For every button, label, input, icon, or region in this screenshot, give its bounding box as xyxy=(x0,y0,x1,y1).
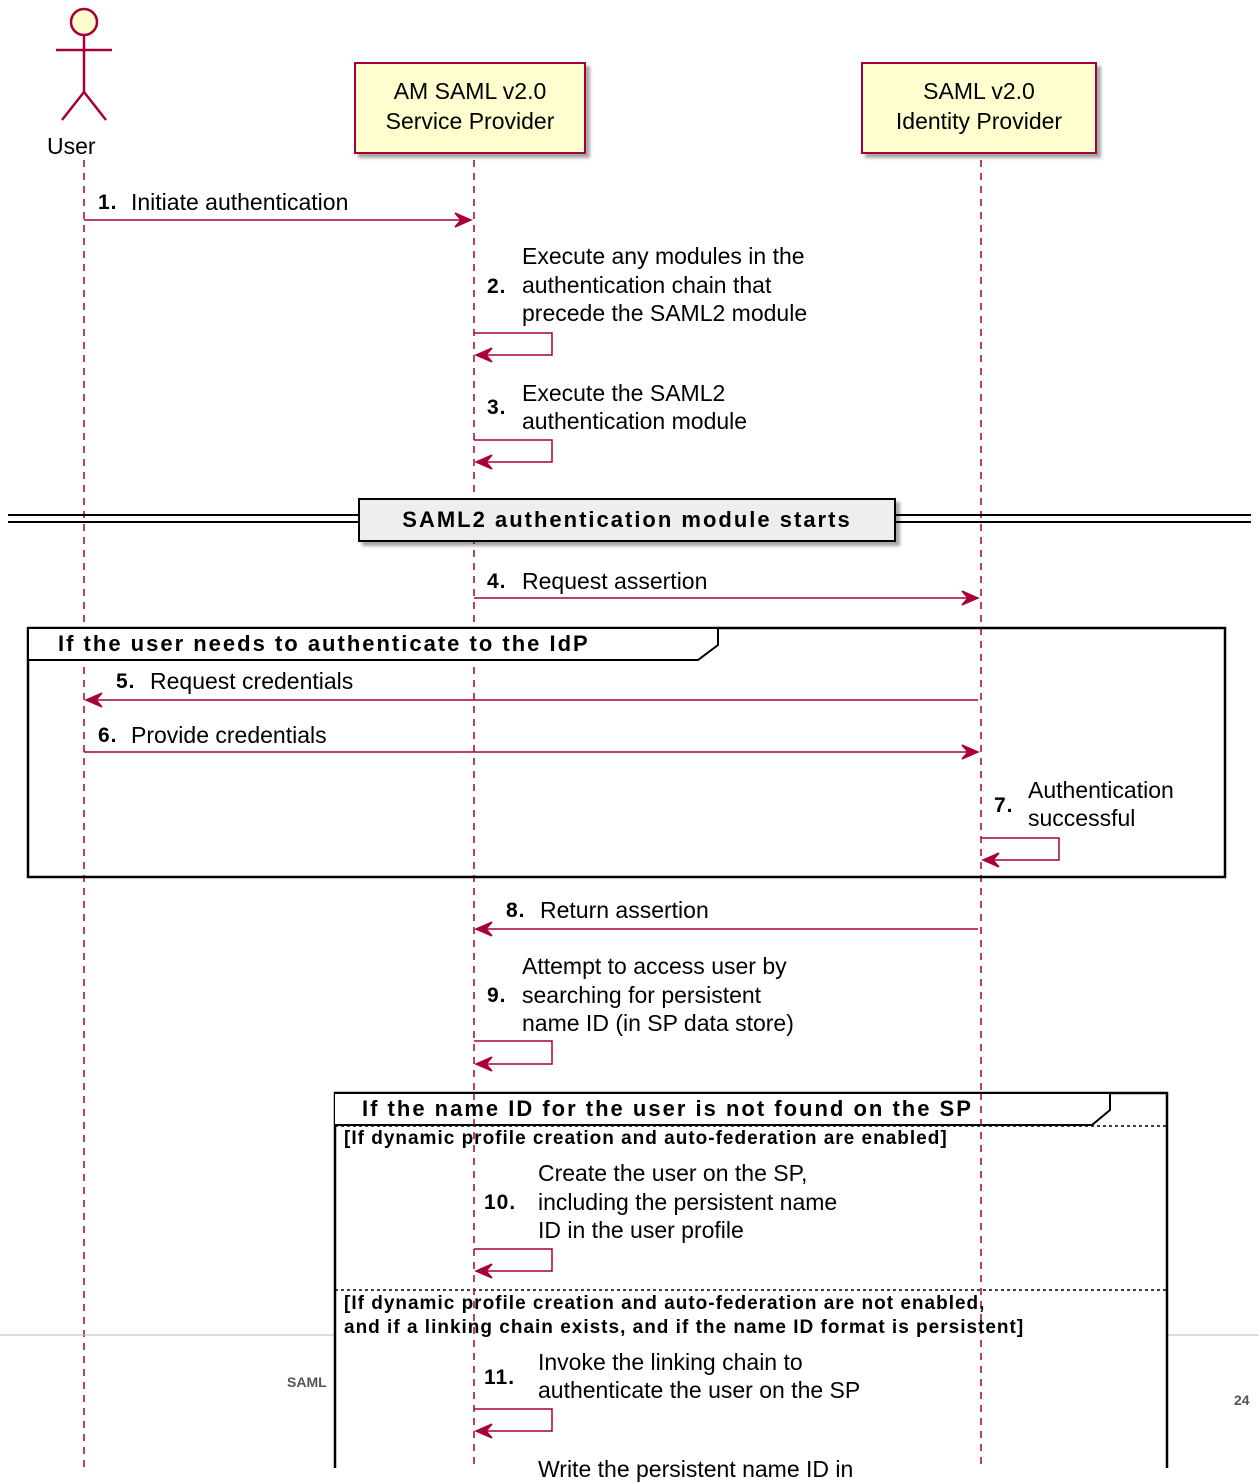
msg-5-arrow-arrowhead xyxy=(84,692,103,708)
msg-7-number: 7. xyxy=(994,794,1014,817)
msg-9-label-2: searching for persistent xyxy=(522,982,762,1008)
participant-idp-line2: Identity Provider xyxy=(895,108,1063,134)
msg-4-label: Request assertion xyxy=(522,568,708,594)
msg-9-arrow xyxy=(474,1040,553,1065)
msg-10-label-1: Create the user on the SP, xyxy=(538,1160,808,1186)
msg-2-label-1: Execute any modules in the xyxy=(522,243,805,269)
participant-sp: AM SAML v2.0 Service Provider xyxy=(354,62,586,154)
msg-11-number: 11. xyxy=(484,1366,516,1389)
msg-11-label-1: Invoke the linking chain to xyxy=(538,1349,803,1375)
msg-2-label-2: authentication chain that xyxy=(522,272,772,298)
msg-9-number: 9. xyxy=(487,984,507,1007)
msg-5-label: Request credentials xyxy=(150,668,354,694)
msg-1-arrow-arrowhead xyxy=(454,212,473,228)
msg-2-arrow xyxy=(474,332,553,356)
msg-8-arrow-arrowhead xyxy=(474,921,493,937)
msg-3-arrow xyxy=(474,439,553,463)
msg-7-arrow-arrowhead xyxy=(981,852,1000,868)
msg-3-label-2: authentication module xyxy=(522,408,748,434)
msg-11-arrow xyxy=(474,1408,553,1432)
msg-6-number: 6. xyxy=(98,724,118,747)
msg-7-label-2: successful xyxy=(1028,805,1136,831)
footer-doc-title: SAML xyxy=(287,1374,327,1390)
frame-name-id-title: If the name ID for the user is not found… xyxy=(362,1096,973,1121)
msg-8-number: 8. xyxy=(506,899,526,922)
msg-12-label-1: Write the persistent name ID in xyxy=(538,1456,854,1482)
msg-9-label-1: Attempt to access user by xyxy=(522,953,787,979)
msg-6-arrow-arrowhead xyxy=(961,744,980,760)
msg-9-label-3: name ID (in SP data store) xyxy=(522,1010,794,1036)
footer-page-number: 24 xyxy=(1234,1392,1250,1408)
msg-10-number: 10. xyxy=(484,1191,517,1214)
msg-6-label: Provide credentials xyxy=(131,722,327,748)
msg-3-number: 3. xyxy=(487,396,507,419)
participant-sp-line2: Service Provider xyxy=(385,108,555,134)
msg-3-arrow-arrowhead xyxy=(474,454,493,470)
msg-1-label: Initiate authentication xyxy=(131,189,349,215)
participant-idp-line1: SAML v2.0 xyxy=(923,78,1035,104)
msg-2-label-3: precede the SAML2 module xyxy=(522,300,808,326)
msg-7-label-1: Authentication xyxy=(1028,777,1174,803)
msg-10-label-3: ID in the user profile xyxy=(538,1217,744,1243)
user-actor-icon xyxy=(56,7,112,121)
msg-2-arrow-arrowhead xyxy=(474,347,493,363)
participant-user-label: User xyxy=(47,133,96,159)
msg-9-arrow-arrowhead xyxy=(474,1056,493,1072)
frame-name-id-guard-1: [If dynamic profile creation and auto-fe… xyxy=(344,1128,948,1149)
msg-11-label-2: authenticate the user on the SP xyxy=(538,1377,861,1403)
frame-idp-auth-title: If the user needs to authenticate to the… xyxy=(58,631,590,656)
frame-name-id-guard-2a: [If dynamic profile creation and auto-fe… xyxy=(344,1293,986,1314)
msg-1-number: 1. xyxy=(98,191,118,214)
msg-10-arrow-arrowhead xyxy=(474,1263,493,1279)
divider-label: SAML2 authentication module starts xyxy=(358,498,896,542)
frame-name-id-tab xyxy=(335,1092,1111,1126)
msg-7-arrow xyxy=(981,837,1060,861)
frame-idp-auth-tab xyxy=(27,627,719,661)
msg-4-number: 4. xyxy=(487,570,507,593)
msg-4-arrow-arrowhead xyxy=(961,590,980,606)
msg-10-label-2: including the persistent name xyxy=(538,1189,838,1215)
msg-3-label-1: Execute the SAML2 xyxy=(522,380,726,406)
frame-name-id-guard-2b: and if a linking chain exists, and if th… xyxy=(344,1317,1025,1338)
msg-10-arrow xyxy=(474,1248,553,1272)
msg-5-number: 5. xyxy=(116,670,136,693)
msg-2-number: 2. xyxy=(487,275,507,298)
participant-sp-line1: AM SAML v2.0 xyxy=(393,78,547,104)
msg-8-label: Return assertion xyxy=(540,897,709,923)
participant-idp: SAML v2.0 Identity Provider xyxy=(861,62,1097,154)
msg-11-arrow-arrowhead xyxy=(474,1423,493,1439)
